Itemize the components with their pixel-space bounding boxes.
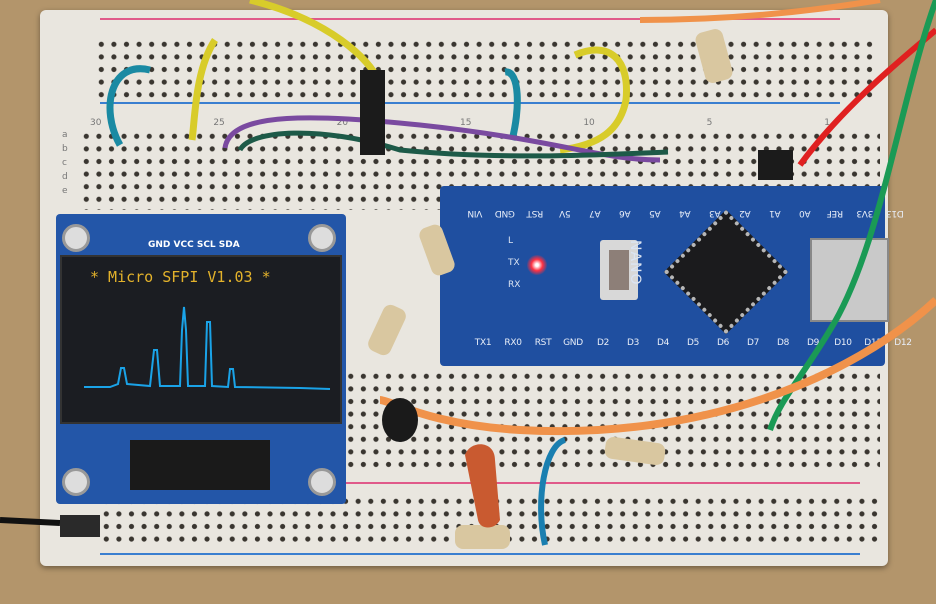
- pin-label: D8: [776, 338, 790, 348]
- column-number: 10: [583, 118, 595, 128]
- header-connector: [60, 515, 100, 537]
- pin-label: D6: [716, 338, 730, 348]
- pin-label: D7: [746, 338, 760, 348]
- row-letter: e: [62, 186, 68, 196]
- row-letter: a: [62, 130, 68, 140]
- mounting-hole: [308, 224, 336, 252]
- power-led-lit: [527, 255, 547, 275]
- pin-label: RST: [534, 338, 552, 348]
- yellow-wire: [559, 46, 630, 154]
- led-label: RX: [508, 280, 521, 290]
- resistor: [695, 29, 733, 83]
- pin-label: TX1: [474, 338, 492, 348]
- resistor: [419, 224, 455, 276]
- usb-connector: [810, 238, 889, 322]
- oled-screen: [60, 255, 342, 424]
- orange-wire: [379, 297, 936, 436]
- mounting-hole: [62, 468, 90, 496]
- column-numbers: 30 25 20 15 10 5 1: [90, 118, 830, 128]
- header-connector: [360, 70, 385, 155]
- row-letter: b: [62, 144, 68, 154]
- row-letters: a b c d e: [62, 130, 68, 196]
- blue-wire: [538, 437, 567, 546]
- column-number: 25: [213, 118, 225, 128]
- oled-title-text: * Micro SFPI V1.03 *: [90, 268, 271, 286]
- column-number: 15: [459, 118, 472, 128]
- pin-label: GND: [563, 338, 583, 348]
- capacitor: [465, 444, 500, 528]
- led-label: L: [508, 236, 514, 246]
- top-blue-rail-line: [100, 102, 840, 104]
- pin-label: D4: [656, 338, 670, 348]
- oled-ribbon: [130, 440, 270, 490]
- pin-label: D10: [834, 338, 852, 348]
- resistor: [604, 436, 666, 466]
- orange-wire: [639, 0, 881, 23]
- pin-label: D9: [806, 338, 820, 348]
- red-wire: [797, 27, 936, 167]
- row-letter: c: [62, 158, 67, 168]
- mounting-hole: [308, 468, 336, 496]
- oled-spectrum-trace: [84, 306, 331, 390]
- reset-button[interactable]: [600, 240, 638, 300]
- yellow-wire: [249, 0, 382, 82]
- teal-wire: [106, 65, 151, 147]
- nano-bottom-pin-labels: TX1 RX0 RST GND D2 D3 D4 D5 D6 D7 D8 D9 …: [470, 338, 916, 348]
- column-number: 30: [90, 118, 102, 128]
- transistor: [382, 398, 418, 442]
- dark-green-wire: [237, 130, 669, 159]
- yellow-wire: [188, 38, 218, 141]
- led-label: TX: [508, 258, 520, 268]
- resistor: [455, 525, 510, 549]
- column-number: 20: [336, 118, 349, 128]
- column-number: 5: [706, 118, 713, 128]
- top-power-rail-holes: [95, 38, 875, 100]
- bottom-blue-rail-line: [100, 553, 860, 555]
- pin-label: D12: [894, 338, 912, 348]
- oled-pin-labels: GND VCC SCL SDA: [148, 240, 240, 250]
- resistor: [368, 304, 406, 356]
- mounting-hole: [62, 224, 90, 252]
- black-wire: [0, 517, 61, 526]
- teal-wire: [504, 68, 521, 141]
- pin-label: RX0: [504, 338, 522, 348]
- led-labels: L TX RX: [508, 236, 520, 290]
- green-wire: [767, 0, 936, 431]
- column-number: 1: [824, 118, 830, 128]
- pin-label: D11: [864, 338, 882, 348]
- pin-label: D3: [626, 338, 640, 348]
- pin-label: D2: [596, 338, 610, 348]
- top-red-rail-line: [100, 18, 840, 20]
- row-letter: d: [62, 172, 68, 182]
- pin-label: D5: [686, 338, 700, 348]
- header-connector: [758, 150, 793, 180]
